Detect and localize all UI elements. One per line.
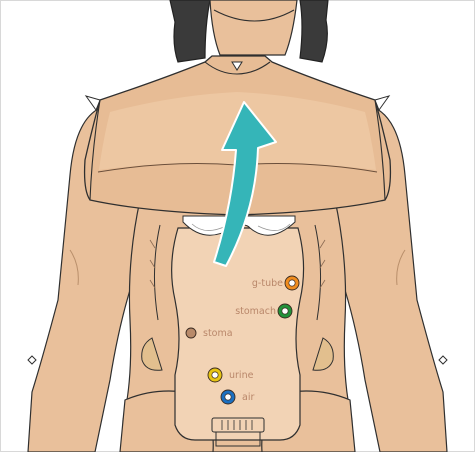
port-stoma [186, 328, 196, 338]
port-stomach [278, 304, 292, 318]
port-urine [208, 368, 222, 382]
port-stomach-opening [282, 308, 288, 314]
port-label-g-tube: g-tube [252, 278, 283, 289]
port-stoma-ring [186, 328, 196, 338]
pelvic-buckle [212, 418, 264, 432]
port-label-air: air [242, 392, 254, 403]
neck [210, 0, 297, 55]
port-air-opening [225, 394, 231, 400]
port-label-stoma: stoma [203, 328, 233, 339]
port-label-stomach: stomach [235, 306, 276, 317]
port-g-tube-opening [289, 280, 295, 286]
port-air [221, 390, 235, 404]
port-g-tube [285, 276, 299, 290]
port-urine-opening [212, 372, 218, 378]
port-label-urine: urine [229, 370, 254, 381]
